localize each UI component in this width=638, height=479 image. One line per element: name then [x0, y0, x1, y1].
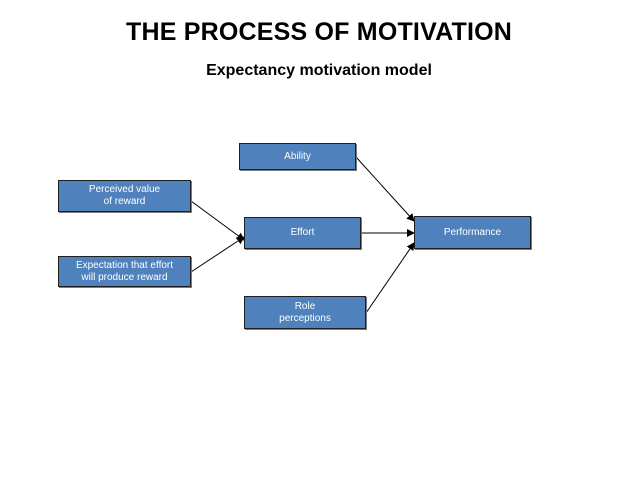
- node-effort: Effort: [244, 217, 361, 249]
- page-subtitle: Expectancy motivation model: [206, 62, 432, 79]
- node-perceived-value-of-reward: Perceived value of reward: [58, 180, 191, 212]
- arrow-expectation-to-effort: [190, 236, 245, 273]
- arrow-perceived-to-effort: [190, 200, 245, 241]
- node-role-perceptions: Role perceptions: [244, 296, 366, 329]
- arrow-role-to-performance: [365, 242, 415, 314]
- arrow-ability-to-performance: [355, 156, 415, 222]
- page-title: THE PROCESS OF MOTIVATION: [125, 18, 513, 46]
- node-expectation-effort-reward: Expectation that effort will produce rew…: [58, 256, 191, 287]
- node-performance: Performance: [414, 216, 531, 249]
- node-ability: Ability: [239, 143, 356, 170]
